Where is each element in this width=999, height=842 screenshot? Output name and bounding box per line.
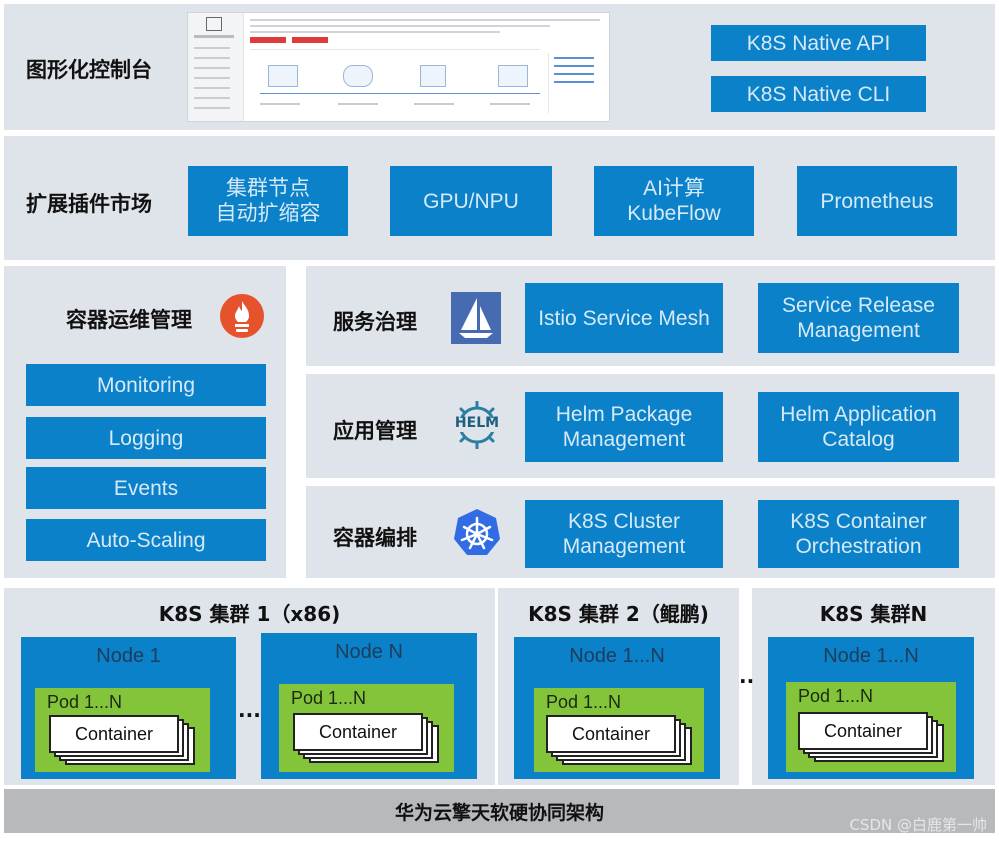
node-label: Node 1...N (569, 645, 665, 667)
node: Node 1...N Pod 1...N Container (768, 637, 974, 779)
ops-item: Events (26, 467, 266, 509)
pod: Pod 1...N Container (534, 688, 704, 772)
node-ellipsis: ... (238, 698, 261, 722)
node-label: Node 1...N (823, 645, 919, 667)
cluster-title: K8S 集群N (819, 602, 928, 626)
console-layer-title: 图形化控制台 (26, 58, 152, 82)
helm-icon: HELM (453, 400, 501, 450)
ops-title: 容器运维管理 (66, 308, 192, 332)
service-title: 服务治理 (333, 310, 417, 334)
helm-text: HELM (454, 415, 500, 431)
watermark: CSDN @白鹿第一帅 (849, 816, 987, 834)
container-stack: Container (293, 713, 443, 763)
app-item: Helm Package Management (525, 392, 723, 462)
ops-item: Logging (26, 417, 266, 459)
ops-item: Auto-Scaling (26, 519, 266, 561)
node-label: Node 1 (96, 645, 161, 667)
container-stack: Container (798, 712, 948, 762)
market-layer-title: 扩展插件市场 (26, 192, 152, 216)
k8s-native-cli-box: K8S Native CLI (711, 76, 926, 112)
orch-item: K8S Container Orchestration (758, 500, 959, 568)
pod-label: Pod 1...N (546, 692, 622, 712)
cluster-title: K8S 集群 2（鲲鹏) (528, 602, 709, 626)
istio-icon (451, 292, 501, 344)
market-item: Prometheus (797, 166, 957, 236)
ops-item: Monitoring (26, 364, 266, 406)
pod: Pod 1...N Container (279, 684, 454, 772)
k8s-native-api-box: K8S Native API (711, 25, 926, 61)
pod-label: Pod 1...N (291, 688, 367, 708)
market-item: 集群节点 自动扩缩容 (188, 166, 348, 236)
orch-item: K8S Cluster Management (525, 500, 723, 568)
container-stack: Container (49, 715, 199, 765)
node-label: Node N (335, 641, 403, 663)
market-item: AI计算 KubeFlow (594, 166, 754, 236)
pod-label: Pod 1...N (47, 692, 123, 712)
node: Node 1 Pod 1...N Container (21, 637, 236, 779)
service-item: Istio Service Mesh (525, 283, 723, 353)
kubernetes-icon (452, 507, 502, 557)
node: Node N Pod 1...N Container (261, 633, 477, 779)
pod-label: Pod 1...N (798, 686, 874, 706)
market-item: GPU/NPU (390, 166, 552, 236)
foundation-bar: 华为云擎天软硬协同架构 (4, 789, 995, 833)
node: Node 1...N Pod 1...N Container (514, 637, 720, 779)
service-item: Service Release Management (758, 283, 959, 353)
app-title: 应用管理 (333, 419, 417, 443)
container-stack: Container (546, 715, 696, 765)
prometheus-icon (218, 292, 266, 340)
pod: Pod 1...N Container (35, 688, 210, 772)
console-screenshot (187, 12, 610, 122)
app-item: Helm Application Catalog (758, 392, 959, 462)
cluster-ellipsis: .. (739, 664, 755, 688)
cluster-title: K8S 集群 1（x86) (158, 602, 341, 626)
container-label: Container (798, 712, 928, 750)
container-label: Container (49, 715, 179, 753)
orch-title: 容器编排 (333, 526, 417, 550)
container-label: Container (293, 713, 423, 751)
container-label: Container (546, 715, 676, 753)
pod: Pod 1...N Container (786, 682, 956, 772)
